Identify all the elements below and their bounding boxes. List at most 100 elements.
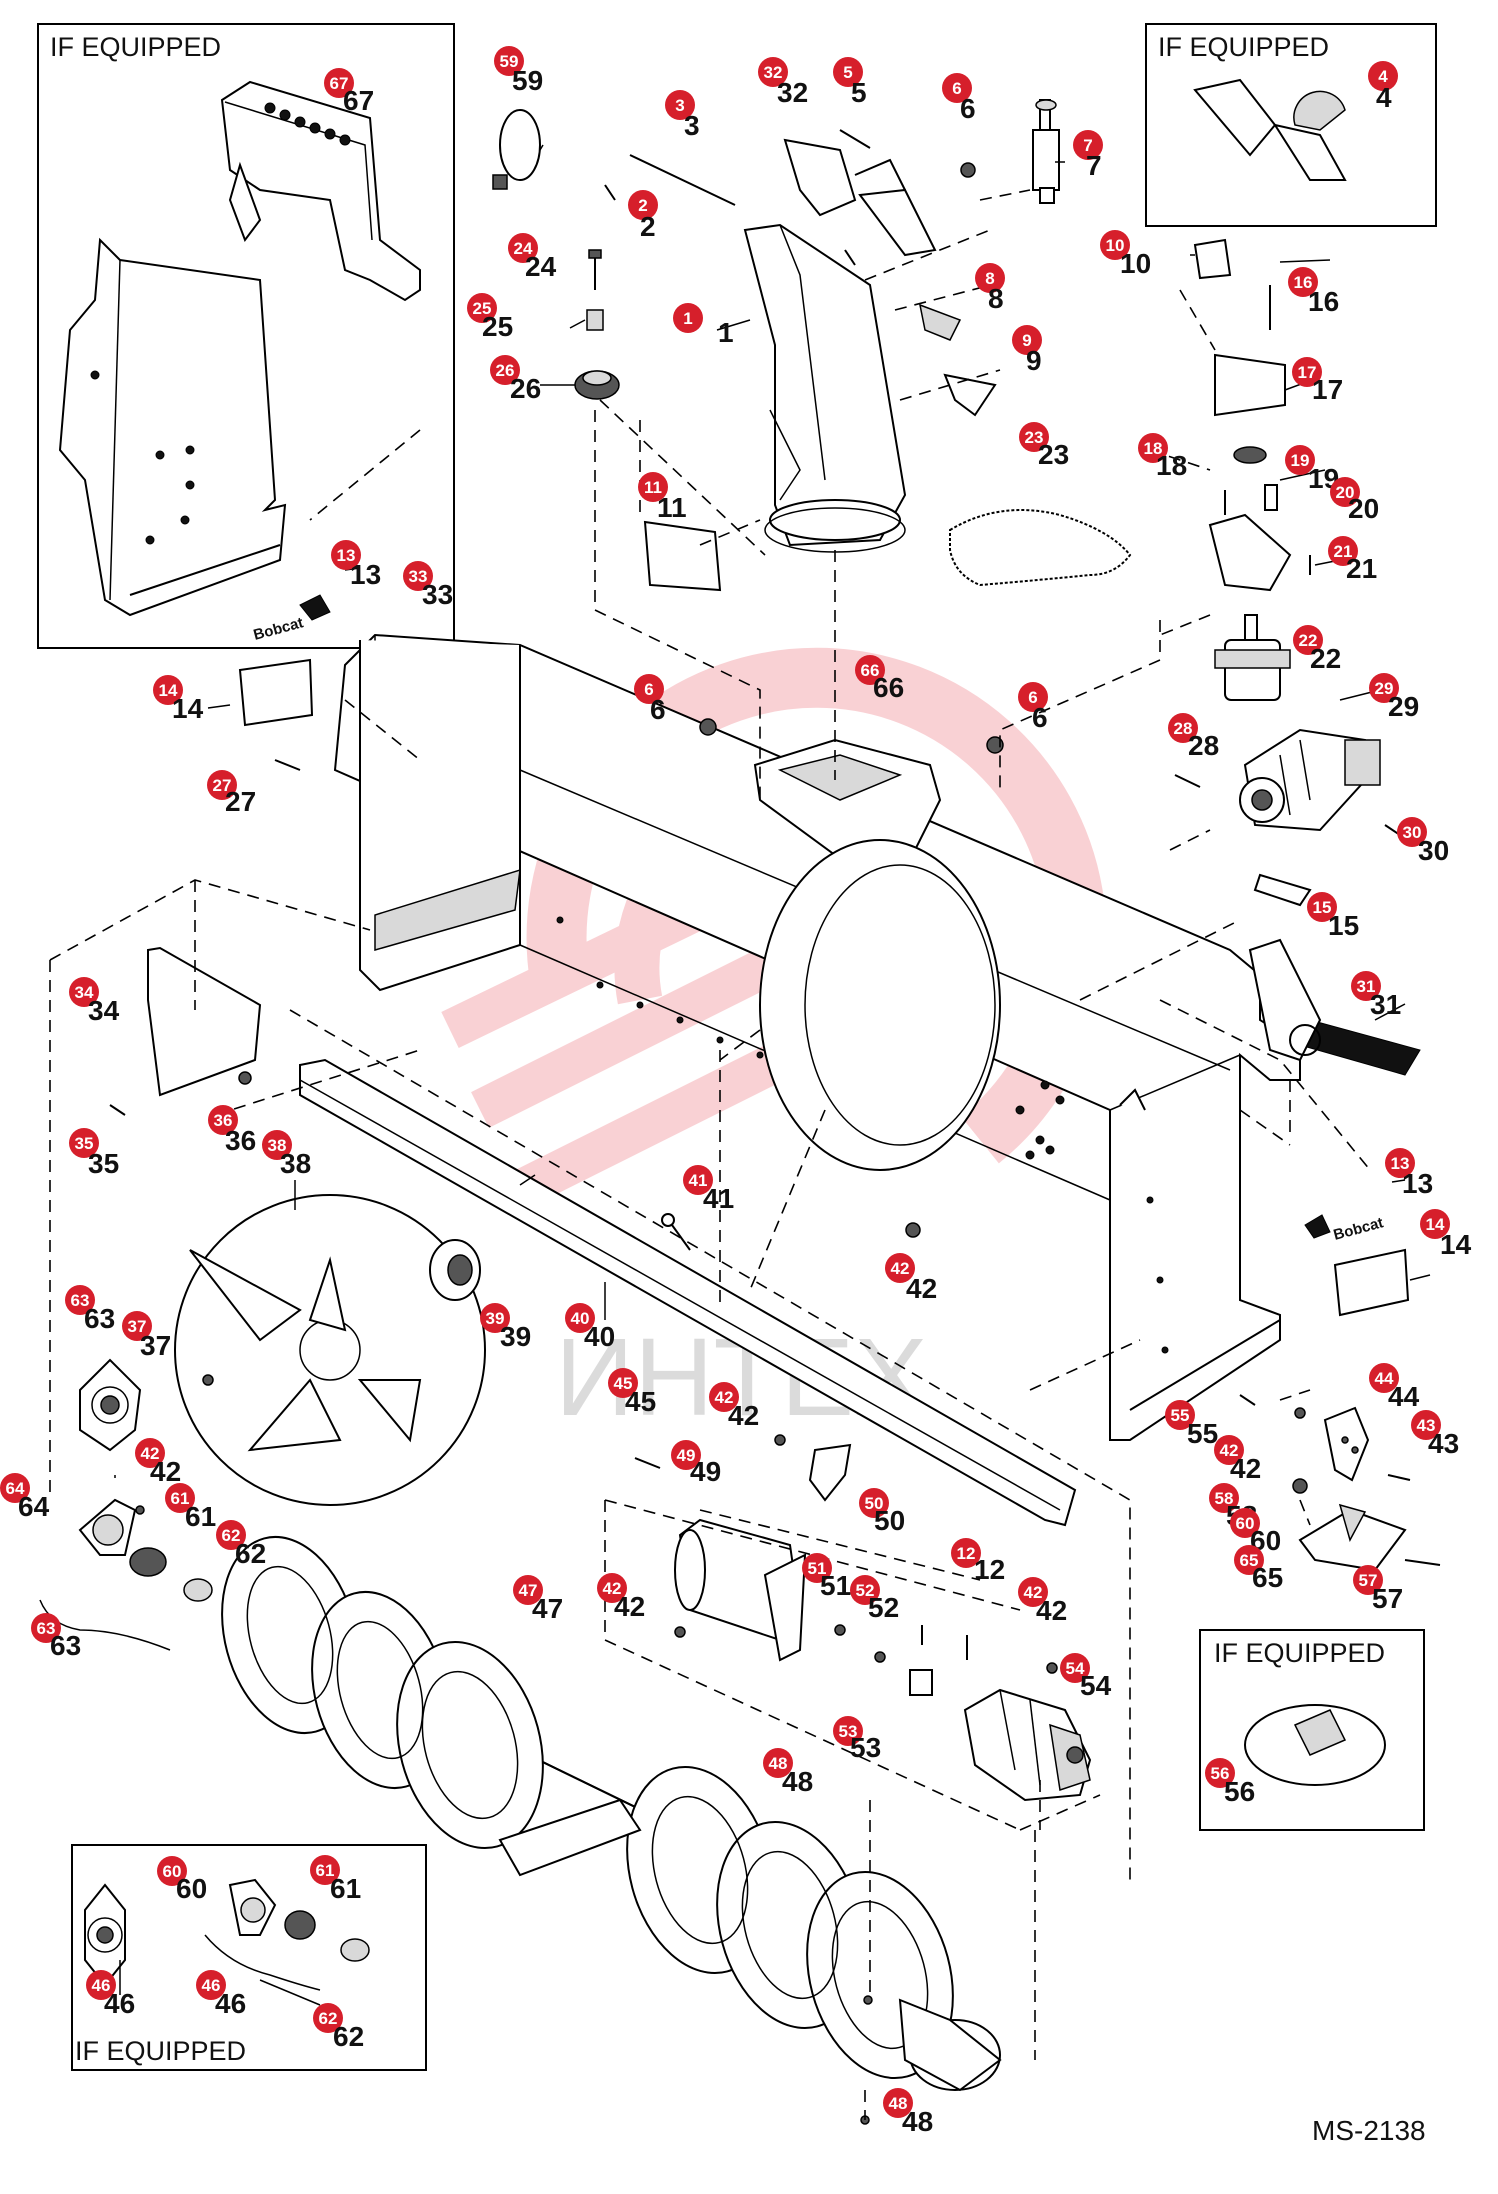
callout-42-a[interactable]: 42 bbox=[885, 1253, 915, 1283]
callout-29[interactable]: 29 bbox=[1369, 673, 1399, 703]
callout-19[interactable]: 19 bbox=[1285, 445, 1315, 475]
callout-1[interactable]: 1 bbox=[673, 303, 703, 333]
svg-text:Bobcat: Bobcat bbox=[252, 614, 306, 644]
svg-text:56: 56 bbox=[1211, 1764, 1230, 1783]
callout-33[interactable]: 33 bbox=[403, 561, 433, 591]
callout-16[interactable]: 16 bbox=[1288, 267, 1318, 297]
callout-59[interactable]: 59 bbox=[494, 46, 524, 76]
callout-42-b[interactable]: 42 bbox=[135, 1438, 165, 1468]
part-number-label: 44 bbox=[1388, 1381, 1420, 1412]
callout-63-a[interactable]: 63 bbox=[65, 1285, 95, 1315]
bolt-and-nut-top bbox=[839, 129, 976, 178]
callout-26[interactable]: 26 bbox=[490, 355, 520, 385]
callout-28[interactable]: 28 bbox=[1168, 713, 1198, 743]
callout-52[interactable]: 52 bbox=[850, 1575, 880, 1605]
callout-60-b[interactable]: 60 bbox=[1230, 1508, 1260, 1538]
callout-15[interactable]: 15 bbox=[1307, 892, 1337, 922]
callout-11[interactable]: 11 bbox=[638, 472, 668, 502]
callout-45[interactable]: 45 bbox=[608, 1368, 638, 1398]
part-number-label: 51 bbox=[820, 1570, 851, 1601]
callout-39[interactable]: 39 bbox=[480, 1303, 510, 1333]
callout-12[interactable]: 12 bbox=[951, 1538, 981, 1568]
callout-8[interactable]: 8 bbox=[975, 263, 1005, 293]
callout-37[interactable]: 37 bbox=[122, 1311, 152, 1341]
callout-60-a[interactable]: 60 bbox=[157, 1856, 187, 1886]
callout-9[interactable]: 9 bbox=[1012, 325, 1042, 355]
callout-67[interactable]: 67 bbox=[324, 68, 354, 98]
callout-56[interactable]: 56 bbox=[1205, 1758, 1235, 1788]
callout-53[interactable]: 53 bbox=[833, 1716, 863, 1746]
svg-text:66: 66 bbox=[861, 661, 880, 680]
callout-6-left[interactable]: 6 bbox=[634, 674, 664, 704]
callout-49[interactable]: 49 bbox=[671, 1440, 701, 1470]
chute-decals bbox=[918, 303, 997, 417]
callout-58[interactable]: 58 bbox=[1209, 1483, 1239, 1513]
callout-62-a[interactable]: 62 bbox=[216, 1520, 246, 1550]
callout-18[interactable]: 18 bbox=[1138, 433, 1168, 463]
callout-64[interactable]: 64 bbox=[0, 1473, 30, 1503]
callout-17[interactable]: 17 bbox=[1292, 357, 1322, 387]
callout-31[interactable]: 31 bbox=[1351, 971, 1381, 1001]
callout-13-right[interactable]: 13 bbox=[1385, 1148, 1415, 1178]
callout-20[interactable]: 20 bbox=[1330, 477, 1360, 507]
part-number-label: 63 bbox=[50, 1630, 81, 1661]
callout-5[interactable]: 5 bbox=[833, 57, 863, 87]
callout-50[interactable]: 50 bbox=[859, 1488, 889, 1518]
callout-42-e[interactable]: 42 bbox=[597, 1573, 627, 1603]
callout-35[interactable]: 35 bbox=[69, 1128, 99, 1158]
callout-23[interactable]: 23 bbox=[1019, 422, 1049, 452]
callout-27[interactable]: 27 bbox=[207, 770, 237, 800]
callout-6-top[interactable]: 6 bbox=[942, 73, 972, 103]
auger-drive-motor bbox=[963, 1688, 1092, 1802]
callout-25[interactable]: 25 bbox=[467, 293, 497, 323]
part-number-label: 10 bbox=[1120, 248, 1151, 279]
callout-42-f[interactable]: 42 bbox=[1018, 1577, 1048, 1607]
callout-2[interactable]: 2 bbox=[628, 190, 658, 220]
callout-22[interactable]: 22 bbox=[1293, 625, 1323, 655]
callout-66[interactable]: 66 bbox=[855, 655, 885, 685]
svg-text:42: 42 bbox=[603, 1579, 622, 1598]
callout-55[interactable]: 55 bbox=[1165, 1400, 1195, 1430]
callout-62-b[interactable]: 62 bbox=[313, 2003, 343, 2033]
callout-48-a[interactable]: 48 bbox=[763, 1748, 793, 1778]
callout-38[interactable]: 38 bbox=[262, 1130, 292, 1160]
callout-46-b[interactable]: 46 bbox=[196, 1970, 226, 2000]
auger-drive-gearbox bbox=[1239, 728, 1381, 832]
callout-63-b[interactable]: 63 bbox=[31, 1613, 61, 1643]
callout-6-right[interactable]: 6 bbox=[1018, 682, 1048, 712]
callout-43[interactable]: 43 bbox=[1411, 1410, 1441, 1440]
callout-36[interactable]: 36 bbox=[208, 1105, 238, 1135]
callout-46-a[interactable]: 46 bbox=[86, 1970, 116, 2000]
callout-65[interactable]: 65 bbox=[1234, 1545, 1264, 1575]
callout-30[interactable]: 30 bbox=[1397, 817, 1427, 847]
callout-14-left[interactable]: 14 bbox=[153, 675, 183, 705]
callout-14-right[interactable]: 14 bbox=[1420, 1209, 1450, 1239]
callout-48-b[interactable]: 48 bbox=[883, 2088, 913, 2118]
callout-57[interactable]: 57 bbox=[1353, 1565, 1383, 1595]
callout-7[interactable]: 7 bbox=[1073, 130, 1103, 160]
actuator-cylinder bbox=[1032, 99, 1060, 204]
callout-24[interactable]: 24 bbox=[508, 233, 538, 263]
callout-51[interactable]: 51 bbox=[802, 1553, 832, 1583]
callout-61-b[interactable]: 61 bbox=[310, 1855, 340, 1885]
callout-47[interactable]: 47 bbox=[513, 1575, 543, 1605]
callout-54[interactable]: 54 bbox=[1060, 1653, 1090, 1683]
part-number-label: 34 bbox=[88, 995, 120, 1026]
callout-10[interactable]: 10 bbox=[1100, 230, 1130, 260]
part-number-label: 1 bbox=[718, 317, 734, 348]
callout-4[interactable]: 4 bbox=[1368, 61, 1398, 91]
callout-32[interactable]: 32 bbox=[758, 57, 788, 87]
callout-34[interactable]: 34 bbox=[69, 977, 99, 1007]
callout-42-d[interactable]: 42 bbox=[1214, 1435, 1244, 1465]
callout-3[interactable]: 3 bbox=[665, 90, 695, 120]
callout-21[interactable]: 21 bbox=[1328, 536, 1358, 566]
callout-42-c[interactable]: 42 bbox=[709, 1382, 739, 1412]
part-number-label: 47 bbox=[532, 1593, 563, 1624]
callout-44[interactable]: 44 bbox=[1369, 1363, 1399, 1393]
callout-61-a[interactable]: 61 bbox=[165, 1483, 195, 1513]
svg-text:30: 30 bbox=[1403, 823, 1422, 842]
callout-41[interactable]: 41 bbox=[683, 1165, 713, 1195]
callout-13-left[interactable]: 13 bbox=[331, 540, 361, 570]
callout-40[interactable]: 40 bbox=[565, 1303, 595, 1333]
svg-text:31: 31 bbox=[1357, 977, 1376, 996]
